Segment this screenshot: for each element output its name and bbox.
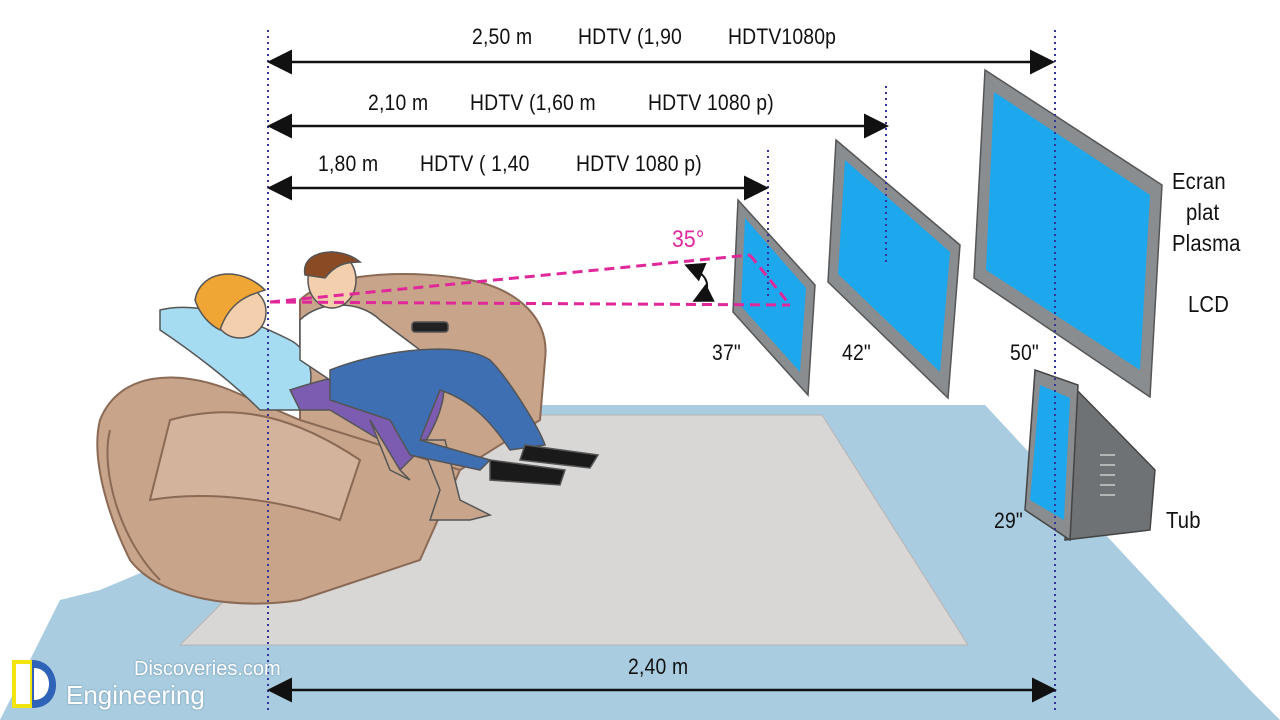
distance-label-1: 2,50 m xyxy=(472,24,533,49)
viewing-angle-label: 35° xyxy=(672,226,705,253)
flat-screen-line-1: Ecran xyxy=(1172,168,1226,194)
flat-screen-line-2: plat xyxy=(1186,199,1220,225)
size-29-label: 29" xyxy=(994,508,1023,533)
distance-label-2: 2,10 m xyxy=(368,90,429,115)
tv-50 xyxy=(973,68,1163,399)
tv-37 xyxy=(732,198,816,397)
logo-text-bottom: Engineering xyxy=(66,680,205,710)
size-42-label: 42" xyxy=(842,340,871,365)
man-figure xyxy=(299,251,600,486)
full-hd-label-1: HDTV1080p xyxy=(728,24,837,49)
hdtv-label-3: HDTV ( 1,40 xyxy=(420,151,530,176)
size-37-label: 37" xyxy=(712,340,741,365)
hdtv-label-2: HDTV (1,60 m xyxy=(470,90,596,115)
floor-width-label: 2,40 m xyxy=(628,654,689,679)
site-logo: Discoveries.com Engineering xyxy=(8,656,281,712)
size-50-label: 50" xyxy=(1010,340,1039,365)
distance-label-3: 1,80 m xyxy=(318,151,379,176)
full-hd-label-2: HDTV 1080 p) xyxy=(648,90,774,115)
tube-label: Tub xyxy=(1166,507,1201,533)
guide-lines xyxy=(267,30,1056,712)
lcd-label: LCD xyxy=(1188,291,1230,317)
tv-42 xyxy=(827,138,961,400)
logo-text-top: Discoveries.com xyxy=(134,658,281,680)
angle-arc xyxy=(684,262,715,302)
dimension-arrows xyxy=(267,49,1057,703)
tv-29-crt xyxy=(1024,368,1156,542)
hdtv-label-1: HDTV (1,90 xyxy=(578,24,682,49)
viewing-angle-lines xyxy=(269,253,792,307)
logo-mark-icon xyxy=(12,660,57,708)
flat-screen-line-3: Plasma xyxy=(1172,230,1241,256)
full-hd-label-3: HDTV 1080 p) xyxy=(576,151,702,176)
